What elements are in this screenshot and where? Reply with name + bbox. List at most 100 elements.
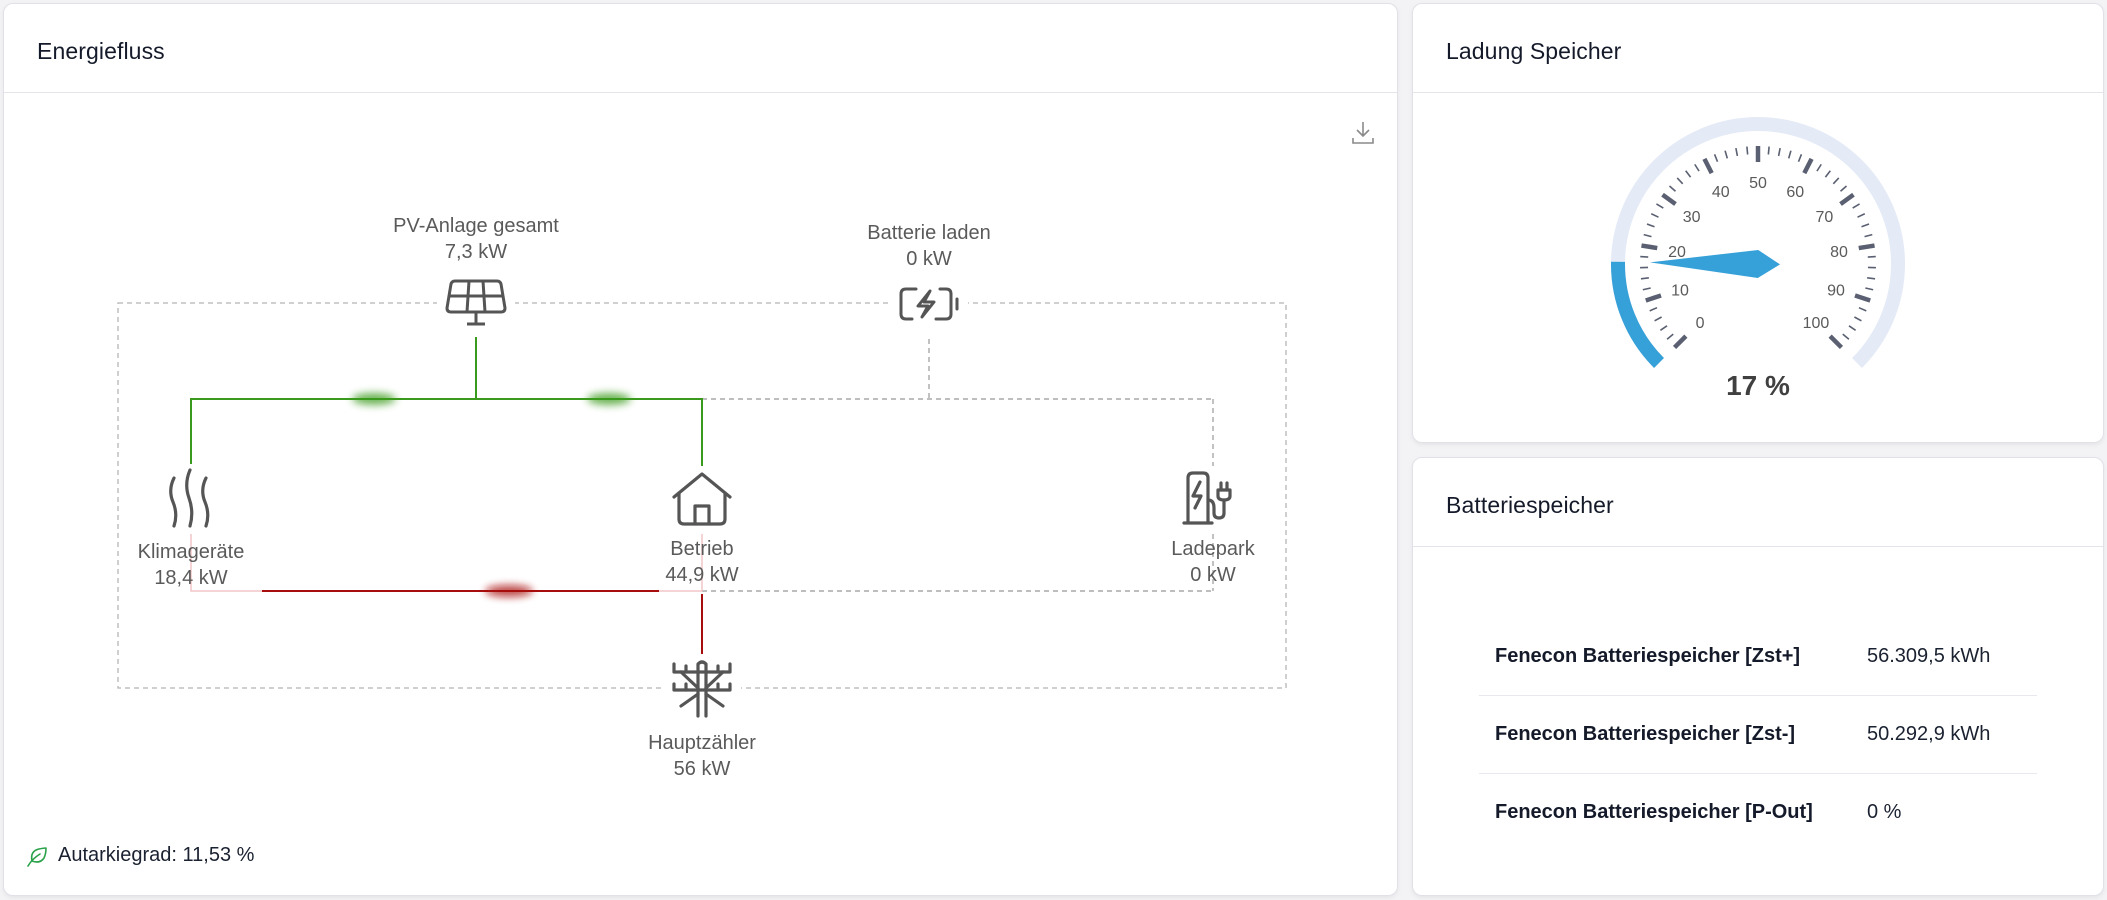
gauge-major-tick xyxy=(1641,243,1658,251)
operation-name: Betrieb xyxy=(670,538,734,560)
climate-name: Klimageräte xyxy=(137,541,245,563)
gauge-tick-label: 30 xyxy=(1683,209,1701,226)
gauge-minor-tick xyxy=(1666,333,1674,340)
grid-flow xyxy=(190,534,703,656)
power-pole-icon xyxy=(672,660,732,718)
gauge-minor-tick xyxy=(1824,170,1831,178)
charging-park-name: Ladepark xyxy=(1171,538,1255,560)
battery-name: Batterie laden xyxy=(867,222,991,244)
gauge-minor-tick xyxy=(1649,306,1658,312)
gauge-minor-tick xyxy=(1656,203,1664,209)
gauge-major-tick xyxy=(1645,293,1662,303)
row-key: Fenecon Batteriespeicher [Zst+] xyxy=(1495,645,1801,667)
gauge-tick-label: 50 xyxy=(1749,175,1767,192)
gauge-minor-tick xyxy=(1777,147,1781,157)
pv-name: PV-Anlage gesamt xyxy=(393,215,559,237)
autarky-indicator: Autarkiegrad: 11,53 % xyxy=(26,844,254,867)
gauge-minor-tick xyxy=(1839,185,1848,192)
flow-pulse xyxy=(352,393,396,405)
gauge-minor-tick xyxy=(1694,163,1700,172)
autarky-text: Autarkiegrad: 11,53 % xyxy=(58,844,255,866)
gauge-minor-tick xyxy=(1668,185,1677,192)
charge-value: 17 % xyxy=(1726,370,1790,401)
charging-park-value: 0 kW xyxy=(1190,564,1236,586)
gauge-tick-label: 70 xyxy=(1815,209,1833,226)
gauge-minor-tick xyxy=(1864,233,1873,238)
gauge-minor-tick xyxy=(1650,213,1659,218)
leaf-icon xyxy=(27,846,47,867)
energy-flow-card: Energiefluss xyxy=(3,3,1398,896)
gauge-minor-tick xyxy=(1854,316,1862,322)
table-row: Fenecon Batteriespeicher [Zst+] 56.309,5… xyxy=(1479,618,2037,696)
gauge-major-tick xyxy=(1702,157,1714,175)
gauge-minor-tick xyxy=(1797,153,1803,163)
charging-park-node[interactable] xyxy=(1174,466,1252,530)
pv-value: 7,3 kW xyxy=(444,241,508,263)
operation-node[interactable] xyxy=(663,467,741,531)
gauge-tick-label: 100 xyxy=(1803,315,1830,332)
heat-waves-icon xyxy=(169,468,210,528)
gauge-needle xyxy=(1650,250,1780,278)
battery-storage-table: Fenecon Batteriespeicher [Zst+] 56.309,5… xyxy=(1479,618,2037,851)
gauge-minor-tick xyxy=(1654,316,1662,322)
table-row: Fenecon Batteriespeicher [Zst-] 50.292,9… xyxy=(1479,696,2037,774)
battery-storage-title: Batteriespeicher xyxy=(1446,492,1614,518)
gauge-tick-label: 40 xyxy=(1712,184,1730,201)
battery-node[interactable] xyxy=(890,282,968,326)
gauge-minor-tick xyxy=(1767,146,1770,155)
battery-storage-card: Batteriespeicher Fenecon Batteriespeiche… xyxy=(1412,457,2104,896)
gauge-tick-label: 10 xyxy=(1671,282,1689,299)
operation-value: 44,9 kW xyxy=(665,564,739,586)
flow-pulse xyxy=(587,393,631,405)
gauge-minor-tick xyxy=(1848,325,1857,331)
gauge-minor-tick xyxy=(1643,233,1652,238)
energy-flow-header: Energiefluss xyxy=(4,4,1397,93)
gauge-tick-label: 0 xyxy=(1696,315,1705,332)
house-icon xyxy=(672,472,732,526)
gauge-tick-label: 80 xyxy=(1830,244,1848,261)
gauge-minor-tick xyxy=(1642,287,1651,291)
gauge-minor-tick xyxy=(1746,146,1749,155)
battery-charging-icon xyxy=(899,287,959,321)
table-row: Fenecon Batteriespeicher [P-Out] 0 % xyxy=(1479,774,2037,851)
gauge-minor-tick xyxy=(1867,276,1876,280)
gauge-minor-tick xyxy=(1865,287,1874,291)
gauge-minor-tick xyxy=(1857,213,1866,218)
download-button[interactable] xyxy=(1348,118,1378,148)
climate-node[interactable] xyxy=(152,464,230,534)
gauge-minor-tick xyxy=(1724,150,1729,159)
gauge-major-tick xyxy=(1661,192,1677,206)
gauge-minor-tick xyxy=(1640,255,1649,258)
ev-charger-icon xyxy=(1182,471,1232,525)
gauge-major-tick xyxy=(1839,192,1855,206)
pv-node-label: PV-Anlage gesamt 7,3 kW xyxy=(393,213,559,265)
gauge-minor-tick xyxy=(1842,333,1850,340)
gauge-major-tick xyxy=(1802,157,1814,175)
main-meter-name: Hauptzähler xyxy=(648,732,756,754)
gauge-minor-tick xyxy=(1640,276,1649,280)
gauge-minor-tick xyxy=(1787,150,1792,159)
gauge-tick-label: 90 xyxy=(1827,282,1845,299)
energy-flow-title: Energiefluss xyxy=(37,38,165,64)
operation-node-label: Betrieb 44,9 kW xyxy=(665,536,738,588)
gauge-minor-tick xyxy=(1735,147,1739,157)
gauge-major-tick xyxy=(1828,334,1844,350)
gauge-minor-tick xyxy=(1676,177,1684,185)
gauge-minor-tick xyxy=(1713,153,1719,163)
main-meter-node[interactable] xyxy=(663,654,741,722)
battery-storage-header: Batteriespeicher xyxy=(1413,458,2103,547)
energy-flow-diagram xyxy=(117,302,1287,689)
gauge-minor-tick xyxy=(1861,223,1870,228)
pv-node[interactable] xyxy=(437,274,515,332)
row-value: 50.292,9 kWh xyxy=(1867,723,1991,745)
battery-value: 0 kW xyxy=(906,248,952,270)
gauge-minor-tick xyxy=(1646,223,1655,228)
row-value: 56.309,5 kWh xyxy=(1867,645,1991,667)
gauge-major-tick xyxy=(1858,243,1875,251)
gauge-minor-tick xyxy=(1816,163,1822,172)
gauge-minor-tick xyxy=(1659,325,1668,331)
main-meter-node-label: Hauptzähler 56 kW xyxy=(648,730,756,782)
flow-pulse xyxy=(485,585,533,597)
row-key: Fenecon Batteriespeicher [P-Out] xyxy=(1495,801,1813,823)
